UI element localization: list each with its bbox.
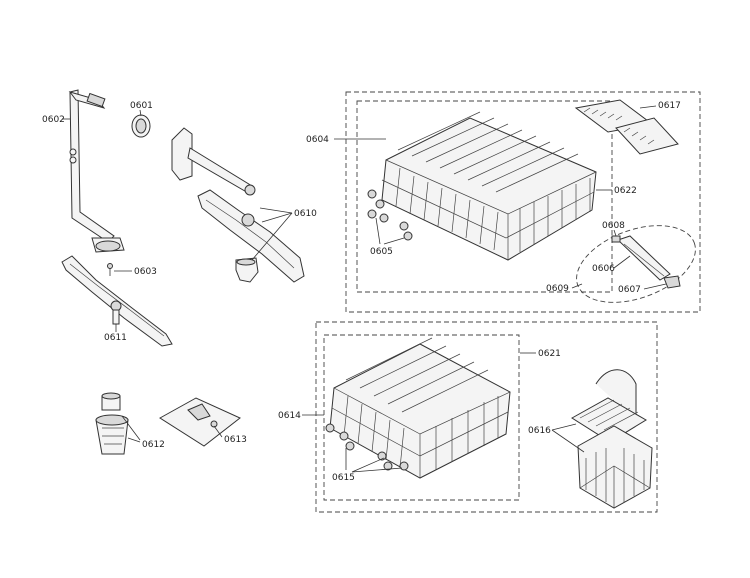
leader-0612-b <box>127 437 141 443</box>
label-0616: 0616 <box>528 426 551 436</box>
lower-rack-wheels-0615 <box>325 423 409 471</box>
spray-pipe-0602 <box>68 89 125 253</box>
rack-clips-0617 <box>574 99 679 155</box>
label-0614: 0614 <box>278 411 301 421</box>
leader-0616-b <box>551 429 585 453</box>
upper-rack-0604 <box>381 111 597 261</box>
cutlery-basket-0616 <box>571 369 653 509</box>
lower-spray-arm-0611 <box>61 255 173 347</box>
leader-0610-c <box>251 212 293 261</box>
lower-rack-0614 <box>329 337 511 479</box>
label-0604: 0604 <box>306 135 329 145</box>
leader-0609 <box>571 283 583 289</box>
leader-0601 <box>139 109 142 117</box>
lower-rack-inner-outline <box>323 334 520 501</box>
leader-0616-a <box>551 423 577 431</box>
upper-rack-inner-outline <box>356 100 613 293</box>
leader-0612-a <box>121 415 141 441</box>
leader-0605-a <box>375 217 381 245</box>
leader-0617 <box>639 105 657 109</box>
label-0605: 0605 <box>370 247 393 257</box>
label-0610: 0610 <box>294 209 317 219</box>
spray-nozzle-0601 <box>131 114 151 138</box>
leader-0615-c <box>351 467 403 473</box>
label-0622: 0622 <box>614 186 637 196</box>
upper-spray-arm-assembly <box>171 127 305 283</box>
label-0617: 0617 <box>658 101 681 111</box>
screw-0603 <box>107 263 113 276</box>
adjuster-group-outline <box>576 225 696 303</box>
leader-0608 <box>613 229 617 237</box>
label-0611: 0611 <box>104 333 127 343</box>
label-0608: 0608 <box>602 221 625 231</box>
leader-0613 <box>213 425 223 438</box>
rack-adjuster-0606 <box>611 235 681 289</box>
leader-0607 <box>643 283 667 290</box>
label-0613: 0613 <box>224 435 247 445</box>
leader-0606 <box>613 255 631 269</box>
label-0621: 0621 <box>538 349 561 359</box>
label-0602: 0602 <box>42 115 65 125</box>
rack-wheels-0605 <box>367 189 413 241</box>
upper-rack-group-outline <box>345 91 701 313</box>
leader-0605-b <box>383 237 405 245</box>
leader-0615-b <box>351 457 385 473</box>
filter-0612 <box>95 392 129 455</box>
label-0603: 0603 <box>134 267 157 277</box>
label-0606: 0606 <box>592 264 615 274</box>
label-0615: 0615 <box>332 473 355 483</box>
filter-plate-0613 <box>159 397 241 447</box>
label-0601: 0601 <box>130 101 153 111</box>
leader-0610-a <box>259 207 293 214</box>
lower-rack-group-outline <box>315 321 658 513</box>
label-0607: 0607 <box>618 285 641 295</box>
leader-0610-b <box>261 212 293 223</box>
label-0609: 0609 <box>546 284 569 294</box>
label-0612: 0612 <box>142 440 165 450</box>
